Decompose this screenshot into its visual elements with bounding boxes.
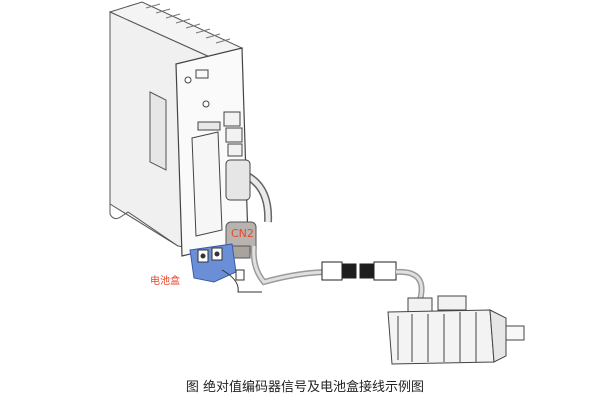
inline-connector [321,261,397,281]
drive-side-slot [149,91,167,171]
drive-terminal-blocks [223,111,243,157]
drive-mount-foot [109,204,179,247]
servo-drive [108,1,273,257]
drive-top-fins [145,3,231,44]
cn2-plug [225,221,257,259]
drive-screw-mid [202,100,210,108]
servo-motor [387,295,525,365]
battery-box [189,243,237,283]
battery-box-label: 电池盒 [150,276,180,287]
battery-wire [221,269,262,293]
battery-wire-connector [235,269,245,281]
drive-logo [195,69,209,79]
figure-caption: 图 绝对值编码器信号及电池盒接线示例图 [185,380,425,395]
drive-screw-top [184,76,192,84]
drive-connector-housing [225,159,251,201]
drive-panel-cover [197,121,221,131]
cn2-label: CN2 [231,227,254,240]
drive-front-slot [191,131,223,237]
